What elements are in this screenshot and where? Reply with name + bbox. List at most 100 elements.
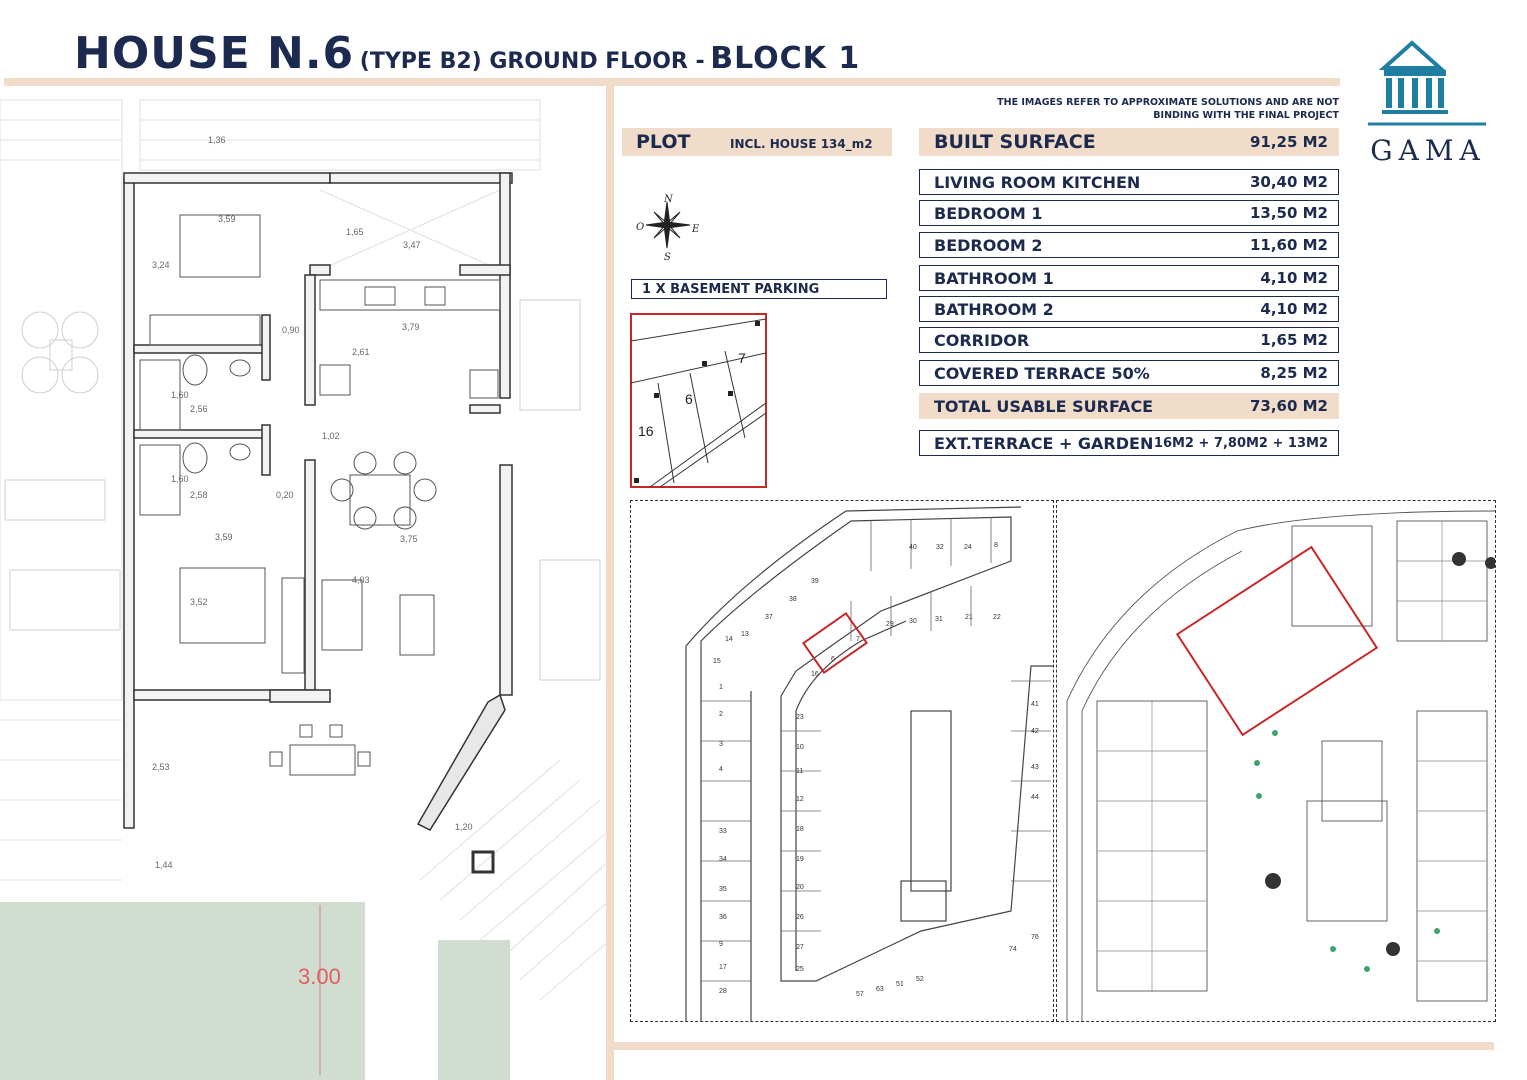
svg-text:51: 51 [896,981,904,988]
dim-16: 3,75 [400,534,418,544]
svg-text:19: 19 [796,856,804,863]
svg-text:7: 7 [856,636,860,643]
dim-15: 3,59 [215,532,233,542]
parking-detail: 7 6 16 [630,313,767,488]
compass-w: O [636,222,644,233]
svg-text:39: 39 [811,578,819,585]
svg-text:26: 26 [796,914,804,921]
svg-text:34: 34 [719,856,727,863]
compass-icon: N E S O [636,194,700,262]
garden-dimension: 3.00 [298,964,341,989]
room-label: BEDROOM 2 [934,235,1043,255]
dim-18: 3,52 [190,597,208,607]
total-usable-label: TOTAL USABLE SURFACE [934,396,1154,416]
svg-text:14: 14 [725,636,733,643]
room-value: 30,40 M2 [1249,173,1328,191]
room-value: 1,65 M2 [1260,331,1328,349]
title-type: (TYPE B2) GROUND FLOOR - [359,49,705,74]
dim-17: 4,03 [352,575,370,585]
room-row-bathroom-1: BATHROOM 1 4,10 M2 [919,265,1339,291]
room-value: 13,50 M2 [1249,204,1328,222]
plot-label: PLOT [636,131,691,153]
dim-2: 3,59 [218,214,236,224]
svg-text:13: 13 [741,631,749,638]
svg-text:24: 24 [964,544,972,551]
svg-text:23: 23 [796,714,804,721]
svg-text:57: 57 [856,991,864,998]
dim-9: 1,60 [171,390,189,400]
svg-text:36: 36 [719,914,727,921]
room-label: LIVING ROOM KITCHEN [934,172,1141,192]
dim-19: 2,53 [152,762,170,772]
svg-text:8: 8 [994,542,998,549]
temple-icon [1368,40,1486,126]
svg-text:63: 63 [876,986,884,993]
svg-text:28: 28 [719,988,727,995]
site-highlight [1175,545,1379,737]
dim-8: 2,61 [352,347,370,357]
svg-text:25: 25 [796,966,804,973]
ext-terrace-row: EXT.TERRACE + GARDEN 16M2 + 7,80M2 + 13M… [919,430,1339,456]
room-row-bathroom-2: BATHROOM 2 4,10 M2 [919,296,1339,322]
disclaimer: THE IMAGES REFER TO APPROXIMATE SOLUTION… [997,96,1339,122]
svg-text:38: 38 [789,596,797,603]
built-surface-label: BUILT SURFACE [934,131,1096,153]
svg-text:35: 35 [719,886,727,893]
svg-text:22: 22 [993,614,1001,621]
plot-box [622,128,892,156]
title-block: BLOCK 1 [710,41,861,76]
built-surface-value: 91,25 M2 [1249,133,1328,151]
floor-plan-drawing: 3.00 [0,99,610,1080]
room-row-bedroom-1: BEDROOM 1 13,50 M2 [919,200,1339,226]
svg-text:44: 44 [1031,794,1039,801]
room-label: BATHROOM 1 [934,268,1054,288]
svg-text:33: 33 [719,828,727,835]
room-value: 4,10 M2 [1260,269,1328,287]
dim-4: 1,65 [346,227,364,237]
room-row-living-kitchen: LIVING ROOM KITCHEN 30,40 M2 [919,169,1339,195]
ext-terrace-value: 16M2 + 7,80M2 + 13M2 [1153,435,1328,451]
svg-text:9: 9 [719,941,723,948]
title-house: HOUSE N.6 [74,28,355,79]
gama-logo-text: GAMA [1370,134,1486,167]
dim-14: 0,20 [276,490,294,500]
dim-21: 1,44 [155,860,173,870]
svg-text:11: 11 [796,768,803,775]
compass-n: N [663,194,674,205]
parking-spot-16: 16 [638,423,654,439]
svg-text:21: 21 [965,614,973,621]
room-value: 4,10 M2 [1260,300,1328,318]
dim-5: 3,47 [403,240,421,250]
svg-text:30: 30 [909,618,917,625]
room-value: 8,25 M2 [1260,364,1328,382]
disclaimer-line-1: THE IMAGES REFER TO APPROXIMATE SOLUTION… [997,97,1339,108]
svg-text:43: 43 [1031,764,1039,771]
compass-s: S [664,252,671,262]
room-row-bedroom-2: BEDROOM 2 11,60 M2 [919,232,1339,258]
parking-label: 1 X BASEMENT PARKING [631,279,887,299]
svg-text:31: 31 [935,616,943,623]
ext-terrace-label: EXT.TERRACE + GARDEN [934,433,1154,453]
dim-7: 0,90 [282,325,300,335]
svg-text:6: 6 [831,656,835,663]
svg-text:17: 17 [719,964,727,971]
svg-text:20: 20 [796,884,804,891]
divider-vertical [606,86,614,1080]
parking-spot-6: 6 [685,391,693,407]
svg-text:12: 12 [796,796,804,803]
svg-text:18: 18 [796,826,804,833]
page-title: HOUSE N.6 (TYPE B2) GROUND FLOOR - BLOCK… [74,28,860,79]
svg-text:1: 1 [719,684,723,691]
room-value: 11,60 M2 [1249,236,1328,254]
room-row-covered-terrace: COVERED TERRACE 50% 8,25 M2 [919,360,1339,386]
dim-20: 1,20 [455,822,473,832]
total-usable-row: TOTAL USABLE SURFACE 73,60 M2 [919,393,1339,419]
svg-text:3: 3 [719,741,723,748]
svg-text:41: 41 [1031,701,1039,708]
gama-logo [1368,40,1488,136]
svg-text:32: 32 [936,544,944,551]
svg-text:42: 42 [1031,728,1039,735]
site-plan-map [1056,500,1496,1022]
